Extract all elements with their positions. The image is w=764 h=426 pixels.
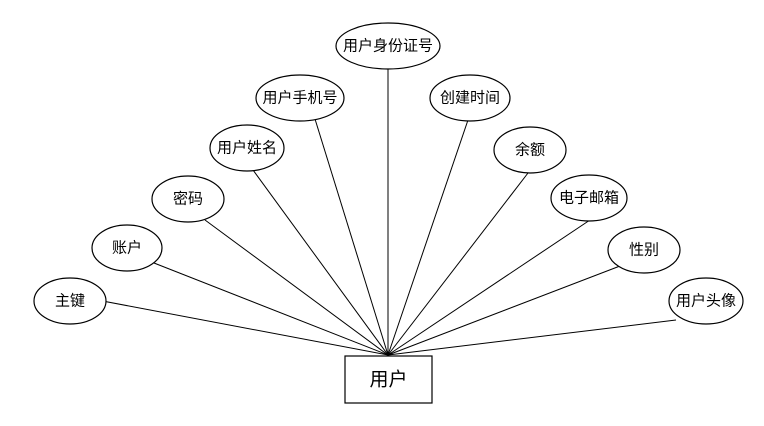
attribute-label: 创建时间: [440, 89, 500, 107]
attribute-balance: 余额: [493, 126, 567, 174]
attribute-password: 密码: [151, 175, 225, 223]
connector-line-email: [387, 219, 591, 356]
attribute-label: 用户手机号: [262, 89, 337, 107]
attribute-ellipse: [607, 226, 681, 274]
attribute-created-time: 创建时间: [429, 74, 511, 122]
attribute-ellipse: [493, 126, 567, 174]
attribute-ellipse: [209, 124, 285, 172]
attribute-user-id-card: 用户身份证号: [335, 22, 441, 70]
attribute-user-phone: 用户手机号: [255, 74, 345, 122]
connector-line-avatar: [387, 319, 677, 356]
attribute-ellipse: [33, 277, 107, 325]
connector-line-gender: [387, 265, 621, 356]
attribute-ellipse: [255, 74, 345, 122]
attribute-label: 用户头像: [676, 292, 736, 310]
connector-line-primary-key: [91, 298, 389, 356]
connector-line-user-phone: [314, 118, 389, 356]
connector-line-created-time: [387, 119, 469, 356]
attribute-user-name: 用户姓名: [209, 124, 285, 172]
connector-line-password: [204, 219, 389, 356]
attribute-account: 账户: [91, 224, 163, 272]
attribute-label: 用户姓名: [217, 139, 277, 157]
attribute-avatar: 用户头像: [668, 277, 744, 325]
attribute-ellipse: [429, 74, 511, 122]
attribute-ellipse: [91, 224, 163, 272]
attribute-ellipse: [335, 22, 441, 70]
connector-line-user-name: [252, 169, 389, 356]
attribute-ellipse: [668, 277, 744, 325]
connector-lines: [91, 67, 677, 356]
entity-box: [344, 355, 433, 404]
attribute-label: 用户身份证号: [343, 37, 433, 55]
attribute-email: 电子邮箱: [550, 174, 628, 222]
connector-line-account: [153, 262, 389, 356]
connector-line-balance: [387, 172, 529, 356]
attribute-label: 主键: [55, 292, 85, 310]
attribute-gender: 性别: [607, 226, 681, 274]
attribute-ellipse: [550, 174, 628, 222]
entity-label: 用户: [369, 369, 407, 391]
attribute-label: 电子邮箱: [559, 189, 619, 207]
attribute-label: 账户: [112, 239, 142, 257]
attribute-ellipse: [151, 175, 225, 223]
entity-user: 用户: [344, 355, 433, 404]
attribute-label: 性别: [629, 241, 659, 259]
attribute-label: 密码: [173, 190, 203, 208]
attribute-primary-key: 主键: [33, 277, 107, 325]
attribute-label: 余额: [515, 141, 545, 159]
